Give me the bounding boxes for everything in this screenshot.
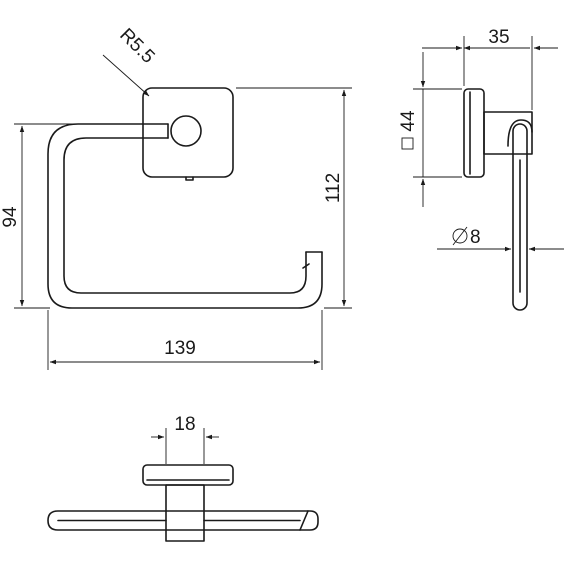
side-bar-top-hook	[507, 119, 533, 147]
width-total-label: 139	[164, 338, 196, 359]
radius-label: R5.5	[115, 24, 158, 67]
depth-label: 35	[488, 27, 509, 48]
side-plate	[463, 88, 485, 178]
top-view: 18	[47, 414, 319, 542]
front-view: R5.5 112 94 139	[0, 24, 352, 370]
side-bar	[512, 123, 528, 311]
plate-bottom-nub	[185, 176, 194, 181]
height-total-label: 112	[323, 173, 344, 203]
height-ring-label: 94	[0, 206, 21, 228]
wall-plate	[142, 87, 234, 178]
diameter-symbol-slash	[452, 226, 468, 246]
top-stem	[165, 484, 205, 542]
ring-end-mark	[302, 263, 310, 269]
radius-leader	[102, 54, 150, 97]
bar-diameter-label: 8	[470, 227, 481, 248]
top-bar	[47, 510, 319, 531]
square-symbol	[401, 137, 414, 150]
ring-boss	[170, 115, 202, 147]
top-plate	[142, 464, 234, 486]
towel-ring-inner	[63, 137, 307, 294]
side-view: 35 44 8	[398, 27, 564, 311]
side-stem	[483, 111, 533, 155]
towel-ring-outer	[47, 123, 323, 309]
top-bar-end-mark	[299, 510, 309, 531]
diameter-symbol	[452, 228, 468, 244]
plate-square-label: 44	[398, 110, 419, 132]
post-width-label: 18	[174, 414, 195, 435]
